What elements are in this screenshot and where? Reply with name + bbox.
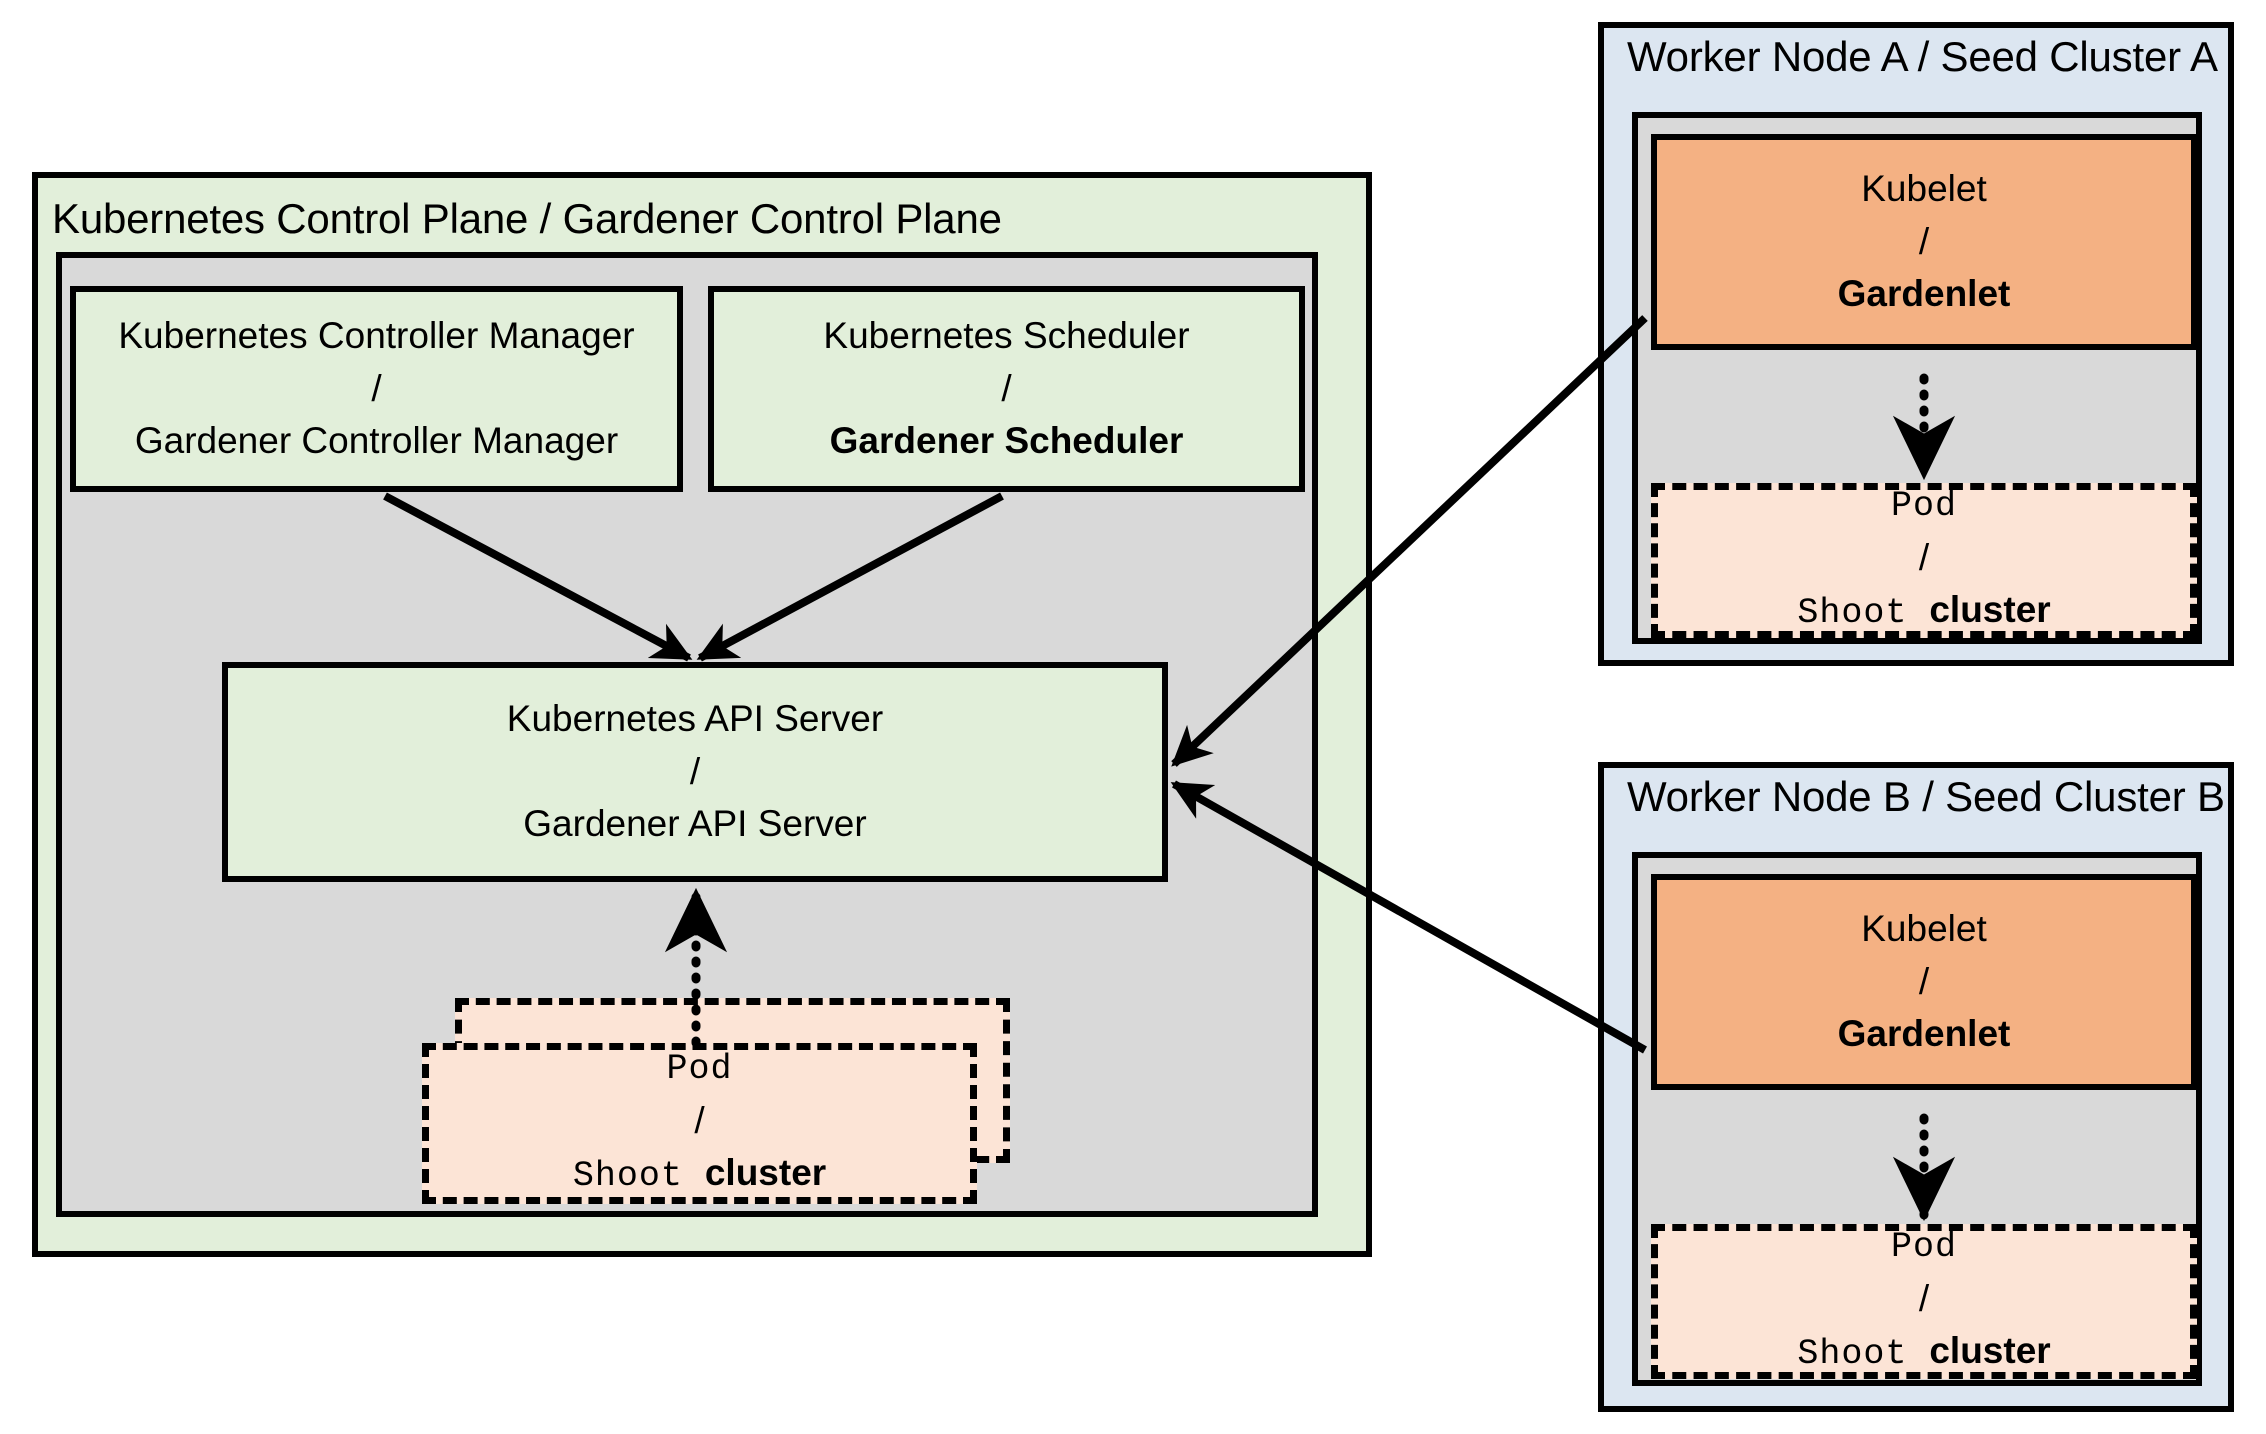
control-plane-pod-separator: / <box>694 1099 705 1141</box>
scheduler-separator: / <box>1001 367 1012 409</box>
controller-manager-line2: Gardener Controller Manager <box>134 420 619 462</box>
seed-cluster-b-title: Worker Node B / Seed Cluster B <box>1627 773 2225 820</box>
seed-b-pod-separator: / <box>1918 1277 1930 1319</box>
seed-a-kubelet-separator: / <box>1918 220 1930 262</box>
scheduler-line2: Gardener Scheduler <box>829 420 1184 462</box>
seed-b-kubelet-line2: Gardenlet <box>1837 1013 2011 1055</box>
seed-b-kubelet-separator: / <box>1918 960 1930 1002</box>
seed-b-pod-line2-prefix: Shoot <box>1797 1334 1930 1375</box>
seed-a-kubelet-box[interactable]: Kubelet / Gardenlet <box>1651 134 2197 350</box>
api-server-line1: Kubernetes API Server <box>506 698 884 740</box>
controller-manager-separator: / <box>371 367 382 409</box>
seed-b-pod-line2-suffix: cluster <box>1929 1330 2051 1372</box>
control-plane-pod-line2: Shoot cluster <box>573 1147 826 1202</box>
seed-b-pod-line1: Pod <box>1890 1227 1957 1268</box>
seed-b-kubelet-box[interactable]: Kubelet / Gardenlet <box>1651 874 2197 1090</box>
seed-b-kubelet-line1: Kubelet <box>1861 908 1987 950</box>
api-server-line2: Gardener API Server <box>523 803 867 845</box>
control-plane-title: Kubernetes Control Plane / Gardener Cont… <box>52 195 1002 242</box>
control-plane-pod-box[interactable]: Pod / Shoot cluster <box>422 1043 977 1204</box>
control-plane-pod-line1: Pod <box>666 1049 733 1090</box>
api-server-box[interactable]: Kubernetes API Server / Gardener API Ser… <box>222 662 1168 882</box>
scheduler-line1: Kubernetes Scheduler <box>823 315 1190 357</box>
control-plane-pod-line2-suffix: cluster <box>704 1152 827 1194</box>
api-server-separator: / <box>689 750 701 792</box>
seed-a-pod-separator: / <box>1918 536 1930 578</box>
seed-b-pod-line2: Shoot cluster <box>1797 1325 2050 1380</box>
seed-a-pod-box[interactable]: Pod / Shoot cluster <box>1651 483 2197 638</box>
seed-a-kubelet-line1: Kubelet <box>1861 168 1987 210</box>
seed-a-pod-line2: Shoot cluster <box>1797 584 2050 639</box>
controller-manager-box[interactable]: Kubernetes Controller Manager / Gardener… <box>70 286 683 492</box>
seed-b-pod-box[interactable]: Pod / Shoot cluster <box>1651 1224 2197 1379</box>
scheduler-box[interactable]: Kubernetes Scheduler / Gardener Schedule… <box>708 286 1305 492</box>
seed-cluster-a-title: Worker Node A / Seed Cluster A <box>1627 33 2218 80</box>
seed-a-pod-line1: Pod <box>1890 486 1957 527</box>
seed-a-kubelet-line2: Gardenlet <box>1837 273 2011 315</box>
seed-a-pod-line2-prefix: Shoot <box>1797 593 1930 634</box>
controller-manager-line1: Kubernetes Controller Manager <box>118 315 635 357</box>
seed-a-pod-line2-suffix: cluster <box>1929 589 2051 631</box>
control-plane-pod-line2-prefix: Shoot <box>572 1156 705 1197</box>
